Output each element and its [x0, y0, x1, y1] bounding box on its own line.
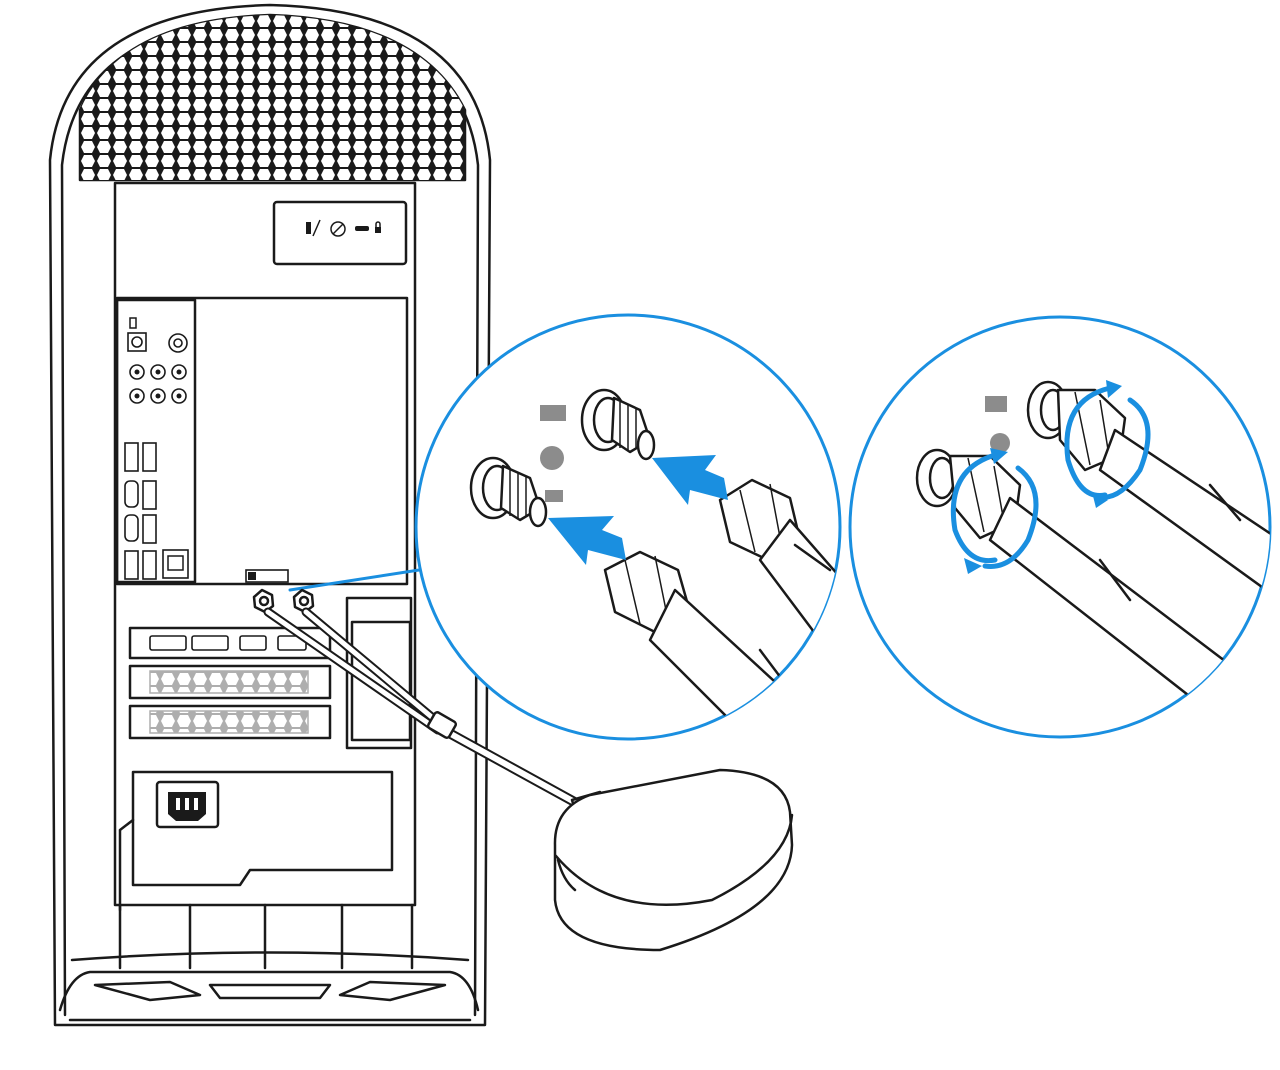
usb-ports: [124, 442, 157, 580]
ethernet-port: [162, 549, 189, 579]
security-lock-icon: [306, 219, 321, 237]
grey-dot: [540, 446, 564, 470]
grey-marker: [540, 405, 566, 421]
tightened-connector-lower: [915, 448, 1252, 722]
port-connector-upper: [580, 388, 656, 461]
antenna-label: [245, 569, 289, 583]
power-supply: [118, 770, 394, 912]
connector-2: [292, 588, 315, 614]
chassis-foot: [58, 903, 480, 1022]
no-tool-icon: [330, 221, 346, 237]
wifi-antenna-base: [553, 768, 794, 952]
graphics-card-bracket: [128, 626, 332, 660]
padlock-icon: [355, 221, 381, 233]
io-shield: [115, 296, 409, 586]
slot-cover-2: [128, 704, 332, 740]
bracket-inner: [350, 620, 412, 742]
slot-cover-1: [128, 664, 332, 700]
security-label-box: [272, 200, 408, 266]
tighten-rotation-arrow-lower: [950, 448, 1039, 574]
insert-arrow-upper: [652, 455, 728, 505]
port-connector-lower: [469, 456, 548, 528]
audio-ports: [127, 317, 188, 404]
tighten-rotation-arrow-upper: [1064, 380, 1151, 508]
slot-1-vents: [149, 670, 309, 694]
connector-1: [252, 588, 275, 614]
expansion-slots: [128, 626, 332, 740]
io-port-column: [115, 298, 197, 584]
callout-line: [288, 566, 434, 592]
slot-2-vents: [149, 710, 309, 734]
zoom-callout-tighten: [848, 315, 1272, 739]
antenna-cables: [252, 588, 585, 810]
insert-arrow-lower: [548, 516, 626, 565]
zoom-callout-attach: [414, 313, 842, 741]
